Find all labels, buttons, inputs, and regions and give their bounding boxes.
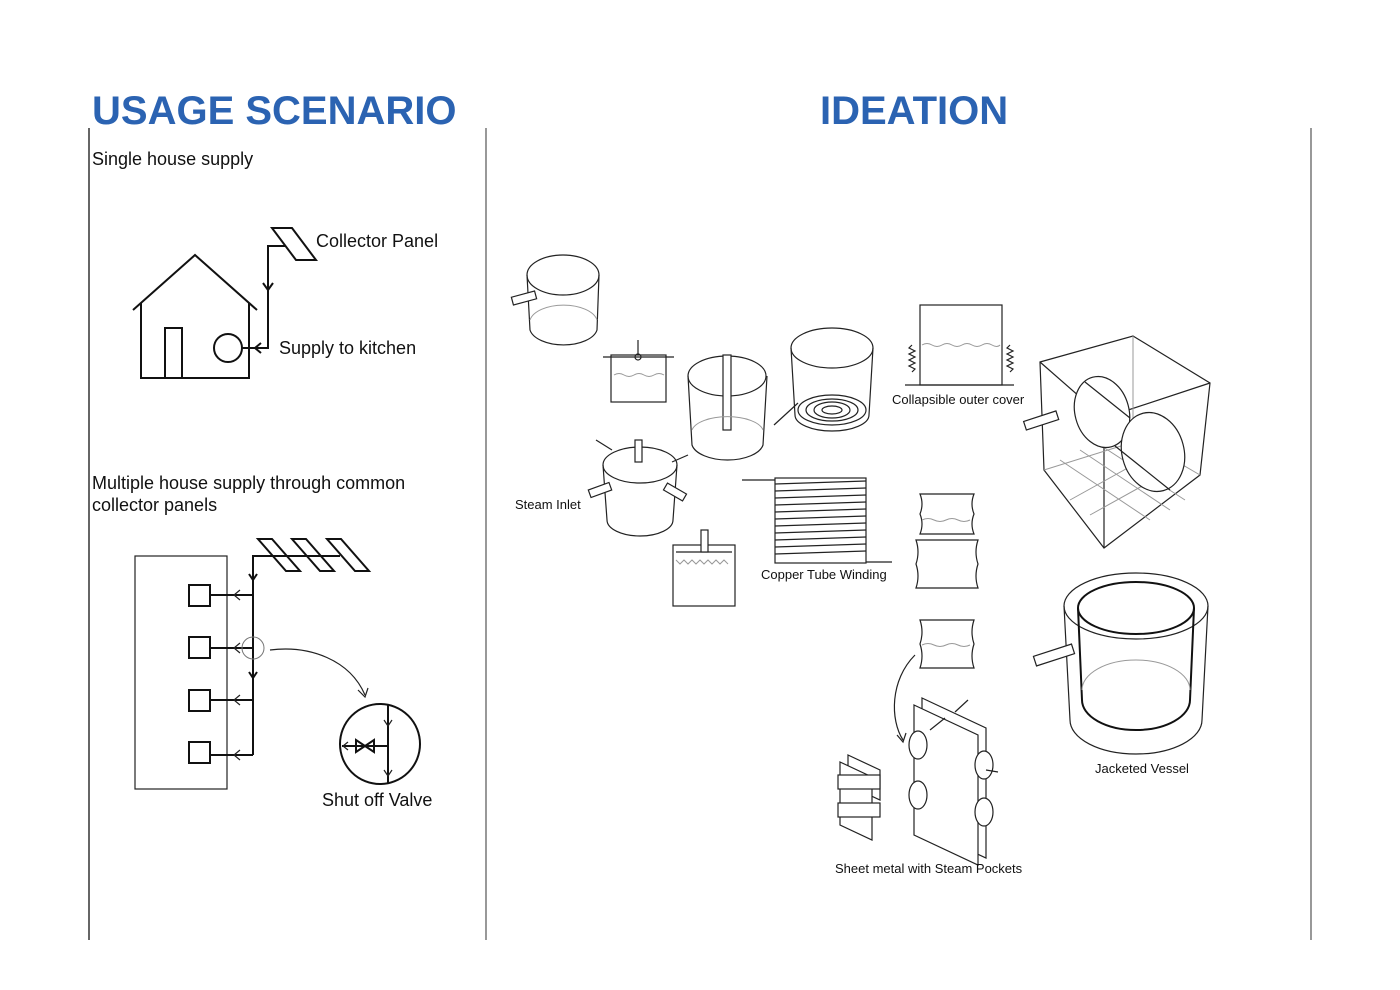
sketch-cylinder-side-pipe: [510, 254, 600, 346]
sketch-sheet-metal-steam-pockets: [837, 697, 999, 866]
sheet-metal-label: Sheet metal with Steam Pockets: [835, 861, 1023, 876]
copper-tube-label: Copper Tube Winding: [761, 567, 887, 582]
sketch-jacketed-vessel: [1032, 572, 1209, 755]
usage-scenario-title: USAGE SCENARIO: [92, 89, 457, 133]
sketch-steam-inlet-tank: [587, 439, 689, 537]
sketch-cube-drum: [1022, 335, 1211, 549]
multi-house-heading-1: Multiple house supply through common: [92, 473, 405, 493]
single-house-diagram: [132, 227, 318, 379]
sketch-cylinder-rod: [687, 354, 768, 461]
column-dividers: [88, 128, 1312, 940]
sketch-small-tank-steam: [672, 529, 736, 607]
jacketed-vessel-label: Jacketed Vessel: [1095, 761, 1189, 776]
supply-kitchen-label: Supply to kitchen: [279, 338, 416, 358]
sketch-cylinder-spiral: [773, 327, 874, 432]
single-house-heading: Single house supply: [92, 149, 253, 169]
collector-panel-label: Collector Panel: [316, 231, 438, 251]
shut-off-valve-icon: [339, 703, 421, 785]
collector-panel-icon: [270, 227, 318, 261]
steam-inlet-label: Steam Inlet: [515, 497, 581, 512]
sketch-small-tank-lid: [603, 340, 674, 403]
sketch-copper-tube-winding: [742, 477, 892, 564]
shut-off-valve-label: Shut off Valve: [322, 790, 432, 810]
multi-house-heading-2: collector panels: [92, 495, 217, 515]
multi-house-diagram: [134, 538, 421, 790]
sketch-collapsible-cover: [905, 304, 1015, 386]
collapsible-cover-label: Collapsible outer cover: [892, 392, 1025, 407]
ideation-title: IDEATION: [820, 89, 1008, 133]
sketch-wavy-containers: [893, 493, 979, 744]
